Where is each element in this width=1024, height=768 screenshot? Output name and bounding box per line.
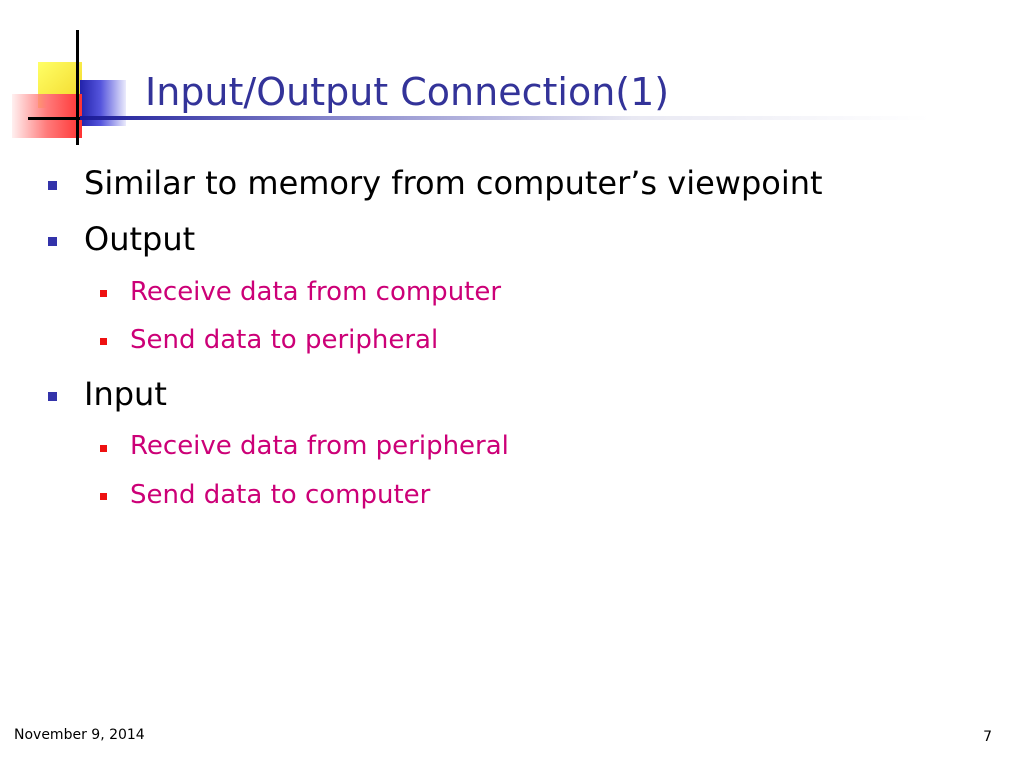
sub-bullet-text: Receive data from computer [130,277,502,307]
blue-square-bullet-icon [48,237,57,246]
sub-bullet-text: Receive data from peripheral [130,431,509,461]
bullet-text: Input [84,375,167,413]
footer-date: November 9, 2014 [14,727,145,743]
bullet-text: Similar to memory from computer’s viewpo… [84,164,823,202]
sub-bullet-text: Send data to computer [130,480,431,510]
page-number: 7 [983,729,992,745]
corner-logo-icon [0,0,140,150]
slide-title: Input/Output Connection(1) [145,70,670,114]
bullet-text: Output [84,220,196,258]
sub-bullet-text: Send data to peripheral [130,325,439,355]
red-square-bullet-icon [100,493,107,500]
logo-red-bar [12,94,82,138]
logo-vertical-line [76,30,79,145]
blue-square-bullet-icon [48,392,57,401]
red-square-bullet-icon [100,338,107,345]
blue-square-bullet-icon [48,181,57,190]
red-square-bullet-icon [100,445,107,452]
red-square-bullet-icon [100,290,107,297]
title-underline [80,116,930,120]
